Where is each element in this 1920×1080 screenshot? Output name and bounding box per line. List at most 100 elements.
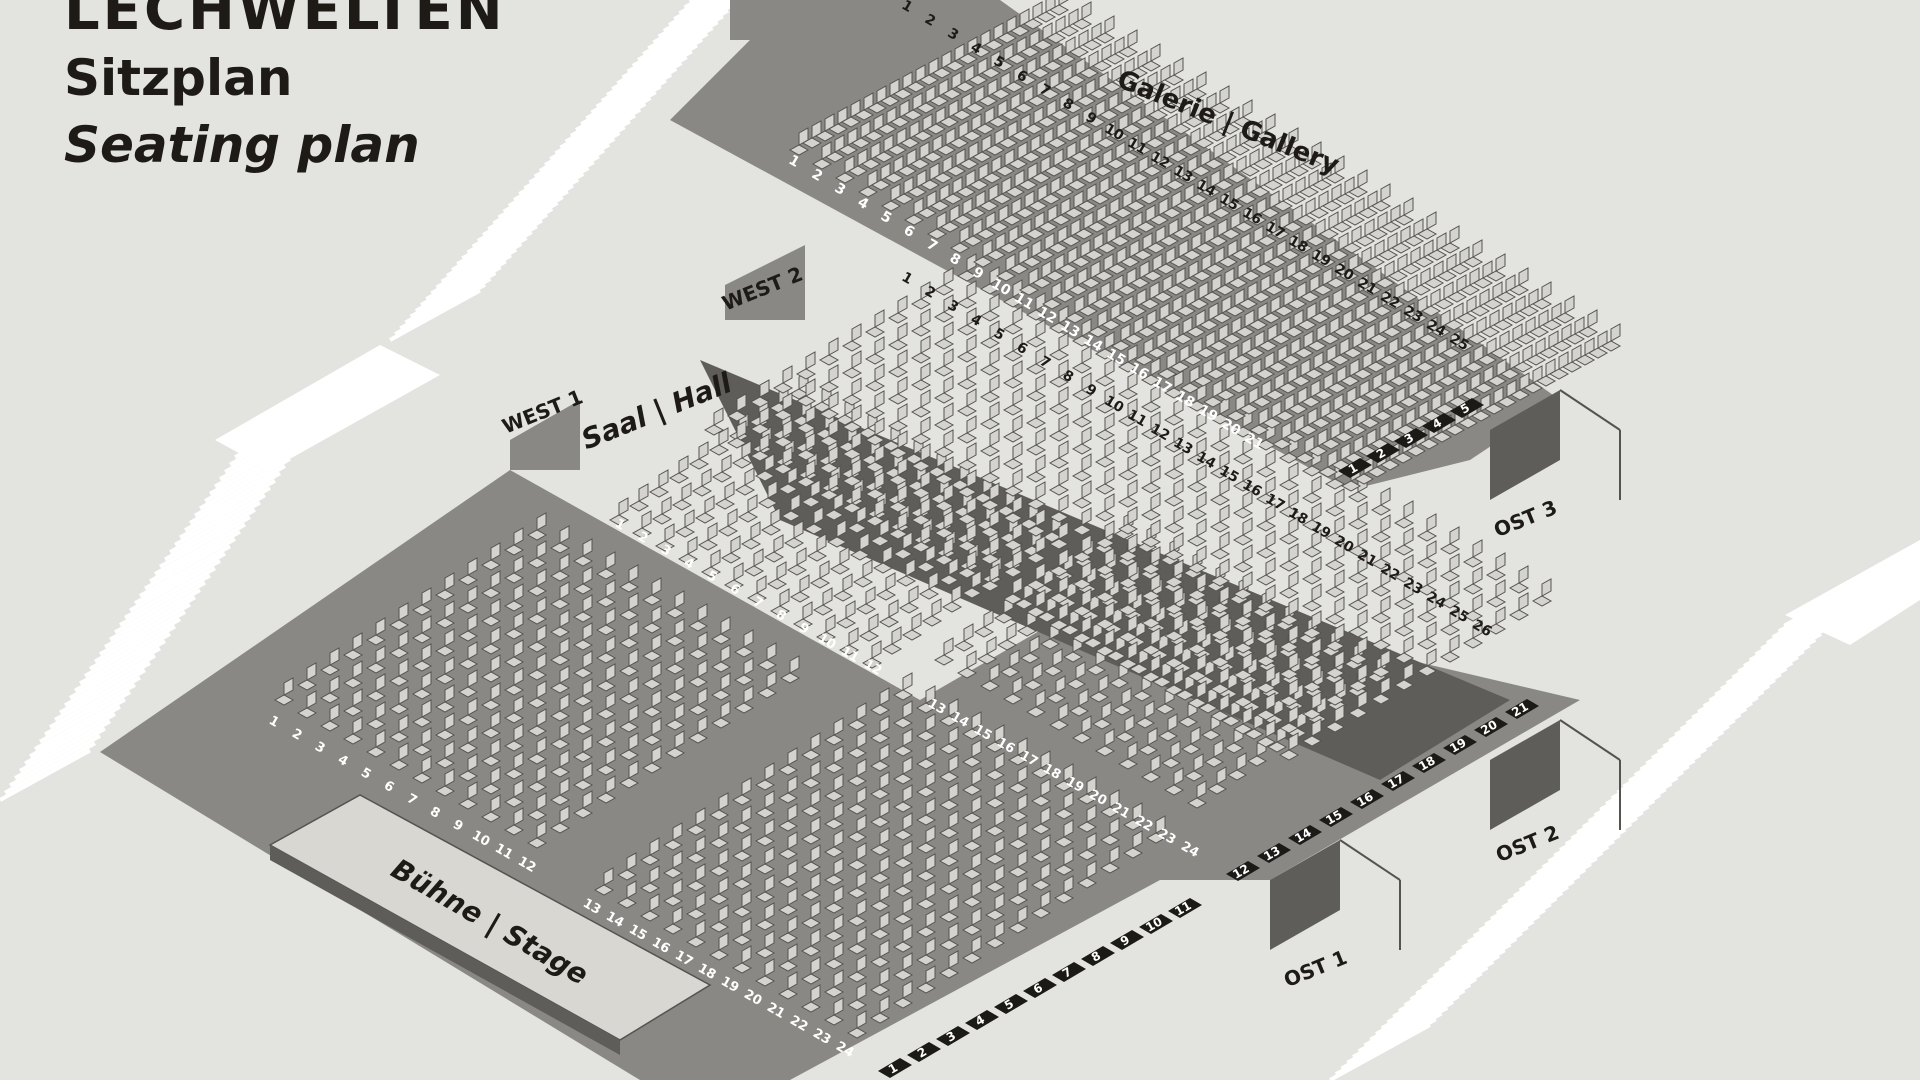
seat — [901, 612, 923, 641]
stair-step — [69, 646, 161, 700]
seat — [1231, 337, 1253, 366]
seat — [846, 702, 868, 731]
stair-step — [169, 500, 261, 554]
seat — [641, 661, 663, 690]
seat — [691, 468, 713, 497]
stair-step — [1357, 994, 1460, 1054]
seat — [480, 794, 502, 823]
seat — [1232, 463, 1254, 492]
seat — [772, 392, 794, 421]
seat — [956, 550, 978, 579]
seat — [593, 867, 615, 896]
box-marker — [1394, 428, 1428, 448]
stair-step — [1547, 804, 1650, 864]
stair-step — [533, 125, 626, 179]
seat — [1232, 598, 1254, 627]
stair-step — [1398, 954, 1500, 1013]
seat — [979, 509, 1001, 538]
seat — [1278, 678, 1300, 707]
seat — [1094, 493, 1116, 522]
seat — [457, 669, 479, 698]
seat — [1071, 399, 1093, 428]
seat — [910, 281, 932, 310]
seat — [1370, 183, 1392, 212]
exit-edge — [1559, 719, 1621, 761]
seat — [1301, 691, 1323, 720]
seat — [1002, 495, 1024, 524]
seat — [503, 779, 525, 808]
seat — [849, 532, 871, 561]
seat — [1183, 753, 1205, 782]
seat — [956, 361, 978, 390]
seat — [731, 945, 753, 974]
seat — [480, 654, 502, 683]
seat — [1462, 593, 1484, 622]
seat — [685, 807, 707, 836]
seat — [631, 510, 653, 539]
stair-step — [662, 0, 725, 33]
seat — [503, 667, 525, 696]
seat — [480, 766, 502, 795]
seat — [1407, 295, 1429, 324]
seat — [1053, 819, 1075, 848]
seat — [1060, 218, 1082, 247]
west1-wall — [510, 400, 580, 470]
seat — [933, 510, 955, 539]
seat — [526, 540, 548, 569]
seat — [1025, 508, 1047, 537]
seat — [1163, 397, 1185, 426]
seat — [664, 590, 686, 619]
stair-step — [1553, 798, 1656, 858]
seat — [731, 440, 753, 469]
seat — [1232, 625, 1254, 654]
seat — [740, 521, 762, 550]
seat — [668, 455, 690, 484]
seat — [915, 965, 937, 994]
seat — [846, 814, 868, 843]
seat — [1354, 218, 1376, 247]
seat — [1485, 253, 1507, 282]
box-marker — [965, 1010, 999, 1030]
seat — [887, 430, 909, 459]
stair-step — [487, 177, 580, 231]
seat — [1111, 687, 1133, 716]
seat — [618, 648, 640, 677]
seat — [1067, 267, 1089, 296]
seat — [800, 956, 822, 985]
seat — [777, 971, 799, 1000]
seat — [687, 631, 709, 660]
stair-step — [1369, 982, 1472, 1042]
seat — [910, 497, 932, 526]
seat — [1007, 877, 1029, 906]
seat — [1301, 502, 1323, 531]
seat — [434, 684, 456, 713]
seat — [717, 508, 739, 537]
seat — [887, 349, 909, 378]
stair-step — [414, 259, 507, 313]
seat — [1197, 685, 1219, 714]
seat — [875, 572, 897, 601]
seat — [1255, 530, 1277, 559]
seat — [1186, 653, 1208, 682]
stair-step — [99, 602, 191, 656]
seat — [1071, 372, 1093, 401]
seat — [1440, 330, 1462, 359]
seat — [1140, 600, 1162, 629]
seat — [1007, 905, 1029, 934]
stair-step — [523, 137, 616, 191]
seat — [933, 537, 955, 566]
stair-step — [389, 288, 481, 342]
seat — [1301, 475, 1323, 504]
seat — [938, 557, 960, 586]
floor-seats-left-front — [273, 512, 801, 849]
stair-step — [1622, 729, 1725, 789]
seat — [953, 623, 975, 652]
seat — [1071, 426, 1093, 455]
seat — [1214, 267, 1236, 296]
seat — [434, 768, 456, 797]
seat — [1002, 522, 1024, 551]
seat — [892, 812, 914, 841]
seat — [1091, 701, 1113, 730]
seat — [1255, 719, 1277, 748]
